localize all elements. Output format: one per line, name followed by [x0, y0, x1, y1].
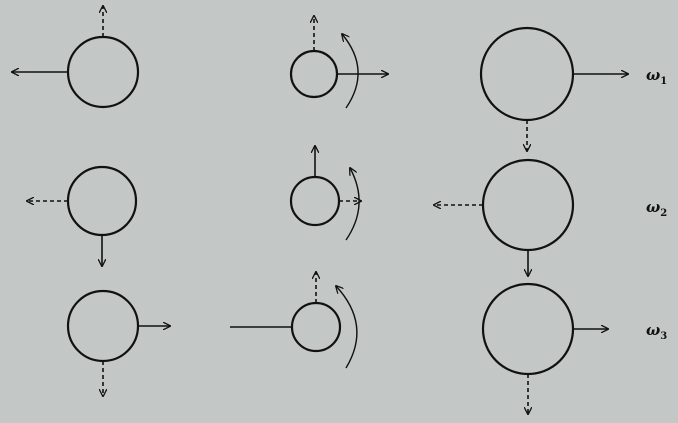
atom-circle: [481, 158, 575, 252]
atom-circle: [289, 175, 341, 227]
row-2-right-atom: [434, 158, 575, 276]
atom-circle: [481, 282, 575, 376]
row-3-left-atom: [66, 289, 170, 396]
atom-circle: [289, 49, 339, 99]
mode-label-omega-1: ω1: [646, 66, 667, 87]
row-2-left-atom: [27, 165, 138, 266]
atom-circle: [290, 301, 342, 353]
rotation-arrow: [336, 286, 358, 369]
mode-label-omega-3: ω3: [646, 321, 667, 342]
row-3-center-atom: [230, 272, 358, 369]
rotation-arrow: [345, 168, 360, 241]
row-2-center-atom: [289, 146, 361, 241]
row-1-left-atom: [12, 6, 140, 109]
atom-circle: [66, 289, 140, 363]
row-1-right-atom: [479, 26, 628, 151]
row-3-right-atom: [481, 282, 608, 414]
rotation-arrow: [342, 34, 359, 109]
atom-circle: [66, 35, 140, 109]
atom-circle: [66, 165, 138, 237]
atom-circle: [479, 26, 575, 122]
row-1-center-atom: [289, 16, 388, 109]
mode-label-omega-2: ω2: [646, 198, 667, 219]
